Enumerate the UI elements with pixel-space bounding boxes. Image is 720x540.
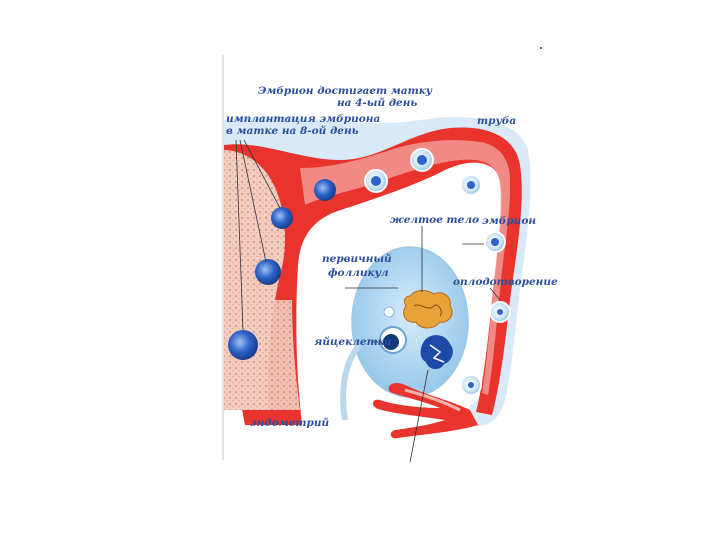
cell-nucleus-c	[491, 238, 499, 246]
blastocyst-1	[314, 179, 336, 201]
label-implantation-2: в матке на 8-ой день	[226, 124, 359, 137]
label-egg-cell: яйцеклетка	[314, 335, 392, 348]
dot-mark	[540, 47, 542, 49]
pointer-lines	[235, 139, 501, 463]
tube-embryos	[364, 148, 511, 396]
pointer-fertilization	[489, 287, 501, 301]
cell-nucleus-b	[497, 309, 503, 315]
blastocyst-3	[255, 259, 281, 285]
tube-red-wall	[224, 127, 522, 425]
egg-cell-nucleus	[383, 334, 399, 350]
label-primary-follicle-2: фолликул	[328, 267, 389, 279]
pointer-implant-1	[239, 139, 267, 263]
ruptured-follicle-inner	[429, 344, 445, 363]
tube-lumen	[300, 140, 511, 395]
uterus-blastocysts	[228, 179, 336, 360]
blastocyst-implanted	[228, 330, 258, 360]
pointer-implant-2	[243, 139, 281, 209]
cell-nucleus-a	[468, 382, 474, 388]
corpus-luteum-folds	[413, 304, 442, 317]
cell-nucleus-d	[467, 181, 475, 189]
fimbriae-pink	[404, 388, 461, 412]
corpus-luteum	[403, 290, 453, 329]
label-implantation-1: имплантация эмбриона	[226, 113, 380, 125]
pointer-implant-3	[235, 139, 244, 331]
label-reaches-uterus-2: на 4-ый день	[337, 96, 417, 109]
label-tube: труба	[477, 115, 516, 127]
small-follicle	[383, 306, 395, 318]
pointer-ovary-out	[409, 369, 429, 463]
label-endometrium: эндометрий	[250, 416, 329, 429]
label-primary-follicle-1: первичный	[322, 252, 392, 265]
cell-nucleus-f	[371, 176, 381, 186]
endometrium-lower	[255, 300, 300, 410]
ovary-ligament	[340, 342, 363, 421]
blastocyst-2	[271, 207, 293, 229]
label-corpus-luteum: желтое тело	[390, 214, 479, 226]
ruptured-follicle	[420, 335, 453, 370]
label-fertilization: оплодотворение	[453, 276, 558, 288]
cell-nucleus-e	[417, 155, 427, 165]
label-embryo: эмбрион	[482, 215, 536, 227]
label-reaches-uterus-1: Эмбрион достигает матку	[258, 85, 433, 97]
fimbriae	[372, 382, 478, 439]
